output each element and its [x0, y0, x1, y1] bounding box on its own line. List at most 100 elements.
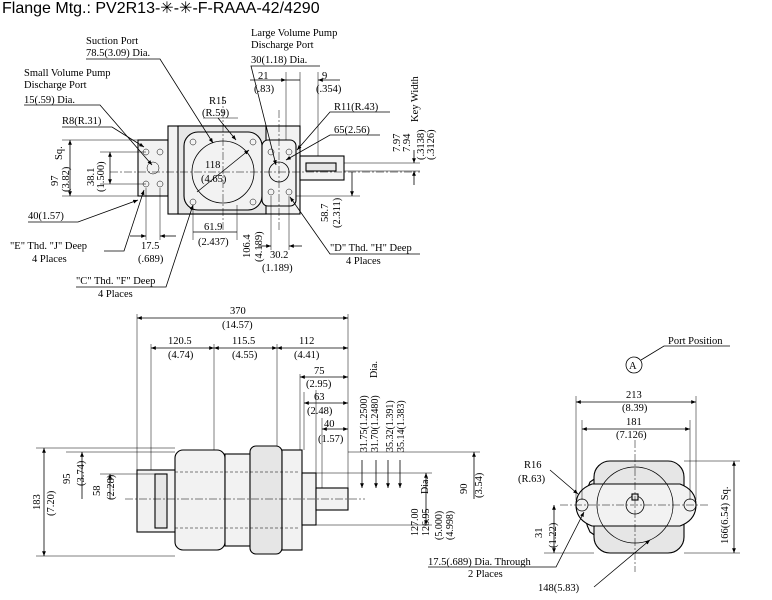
dim-181: 181	[626, 417, 642, 428]
dim-31-in: (1.22)	[548, 522, 559, 548]
dim-166: 166(6.54) Sq.	[720, 487, 731, 544]
dim-106-4-in: (4.189)	[254, 231, 265, 262]
bolt-hole	[156, 180, 164, 188]
dim-115-5-in: (4.55)	[232, 350, 258, 361]
small-pump-flange	[137, 139, 169, 197]
dim-5-000: (5.000)	[434, 511, 445, 540]
dim-9-in: (.354)	[316, 84, 342, 95]
large-pump-dia: 30(1.18) Dia.	[251, 55, 307, 66]
d-thread-label: "D" Thd. "H" Deep	[330, 243, 412, 254]
dim-148: 148(5.83)	[538, 583, 580, 594]
side-view: 370 (14.57) 120.5 (4.74) 115.5 (4.55) 11…	[32, 306, 485, 557]
dim-r11: R11(R.43)	[334, 102, 379, 113]
bolt-hole	[285, 188, 293, 196]
dim-127-00: 127.00	[410, 509, 421, 537]
dim-106-4: 106.4	[242, 234, 253, 258]
dim-pilot-dia: Dia.	[420, 477, 431, 494]
through-hole-places: 2 Places	[468, 569, 503, 580]
dim-63: 63	[314, 392, 325, 403]
small-discharge-port	[146, 161, 160, 175]
dim-112: 112	[299, 336, 314, 347]
dim-97: 97	[50, 176, 61, 187]
dim-370: 370	[230, 306, 246, 317]
e-thread-places: 4 Places	[32, 254, 67, 265]
bolt-hole	[267, 188, 275, 196]
small-pump-label-2: Discharge Port	[24, 80, 87, 91]
dim-65: 65(2.56)	[334, 125, 370, 136]
dim-183-in: (7.20)	[46, 490, 57, 516]
dim-r15-in: (R.59)	[202, 108, 230, 119]
large-pump-label-1: Large Volume Pump	[251, 28, 337, 39]
bolt-hole	[267, 148, 275, 156]
c-thread-places: 4 Places	[98, 289, 133, 300]
dim-30-2-in: (1.189)	[262, 263, 293, 274]
page-title: Flange Mtg.: PV2R13-✳-✳-F-RAAA-42/4290	[2, 0, 320, 17]
top-view: Suction Port 78.5(3.09) Dia. Small Volum…	[10, 28, 437, 300]
dim-120-5-in: (4.74)	[168, 350, 194, 361]
dim-61-9-in: (2.437)	[198, 237, 229, 248]
suction-port-dia: 78.5(3.09) Dia.	[86, 48, 150, 59]
key-width-label: Key Width	[410, 75, 421, 122]
dim-21: 21	[258, 71, 269, 82]
port-letter: A	[629, 361, 637, 372]
port-position-label: Port Position	[668, 336, 723, 347]
c-thread-label: "C" Thd. "F" Deep	[76, 276, 155, 287]
dim-9: 9	[322, 71, 327, 82]
dim-126-95: 126.95	[421, 509, 432, 537]
small-pump-housing	[174, 449, 226, 551]
bolt-hole	[249, 138, 257, 146]
dim-58-in: (2.28)	[106, 474, 117, 500]
large-pump-housing	[249, 445, 283, 555]
dim-58: 58	[92, 486, 103, 497]
dim-118: 118	[205, 160, 220, 171]
dim-shaft-2: 31.70(1.2480)	[370, 395, 381, 452]
dim-97-in: (3.82)	[61, 166, 72, 192]
dim-r8: R8(R.31)	[62, 116, 102, 127]
dim-7-94: 7.94	[402, 133, 413, 152]
dim-63-in: (2.48)	[307, 406, 333, 417]
dim-183: 183	[32, 494, 43, 510]
dim-75-in: (2.95)	[306, 379, 332, 390]
bolt-hole	[189, 138, 197, 146]
dim-31: 31	[534, 528, 545, 539]
dim-3138: (.3138)	[416, 129, 427, 160]
bolt-hole	[249, 198, 257, 206]
dim-58-7-in: (2.311)	[332, 197, 343, 228]
dim-3126: (.3126)	[426, 129, 437, 160]
dim-181-in: (7.126)	[616, 430, 647, 441]
mounting-flange	[281, 449, 303, 551]
dim-213: 213	[626, 390, 642, 401]
dim-shaft-4: 35.14(1.383)	[396, 400, 407, 452]
dim-sq: Sq.	[54, 146, 65, 160]
dim-112-in: (4.41)	[294, 350, 320, 361]
dim-118-in: (4.65)	[201, 174, 227, 185]
suction-port-label: Suction Port	[86, 36, 138, 47]
dim-38-1: 38.1	[86, 168, 97, 186]
dim-40: 40	[324, 419, 335, 430]
dim-dia-label: Dia.	[369, 361, 380, 378]
dim-4-998: (4.998)	[445, 511, 456, 540]
key	[305, 162, 337, 172]
dim-r15: R15	[209, 96, 227, 107]
small-pump-port	[154, 473, 168, 529]
dim-40: 40(1.57)	[28, 211, 64, 222]
dim-213-in: (8.39)	[622, 403, 648, 414]
end-view: A Port Position 213 (8.39) 181 (7.126) R…	[428, 336, 740, 594]
through-hole-label: 17.5(.689) Dia. Through	[428, 557, 531, 568]
dim-115-5: 115.5	[232, 336, 255, 347]
large-pump-label-2: Discharge Port	[251, 40, 314, 51]
dim-38-1-in: (1.500)	[96, 161, 107, 192]
d-thread-places: 4 Places	[346, 256, 381, 267]
dim-95-in: (3.74)	[76, 460, 87, 486]
dim-shaft-1: 31.75(1.2500)	[359, 395, 370, 452]
dim-17-5-in: (.689)	[138, 254, 164, 265]
dim-75: 75	[314, 366, 325, 377]
dim-30-2: 30.2	[270, 250, 288, 261]
dim-90: 90	[459, 484, 470, 495]
dim-17-5: 17.5	[141, 241, 159, 252]
small-pump-dia: 15(.59) Dia.	[24, 95, 75, 106]
dim-61-9: 61.9	[204, 222, 222, 233]
bolt-hole	[156, 148, 164, 156]
dim-95: 95	[62, 474, 73, 485]
